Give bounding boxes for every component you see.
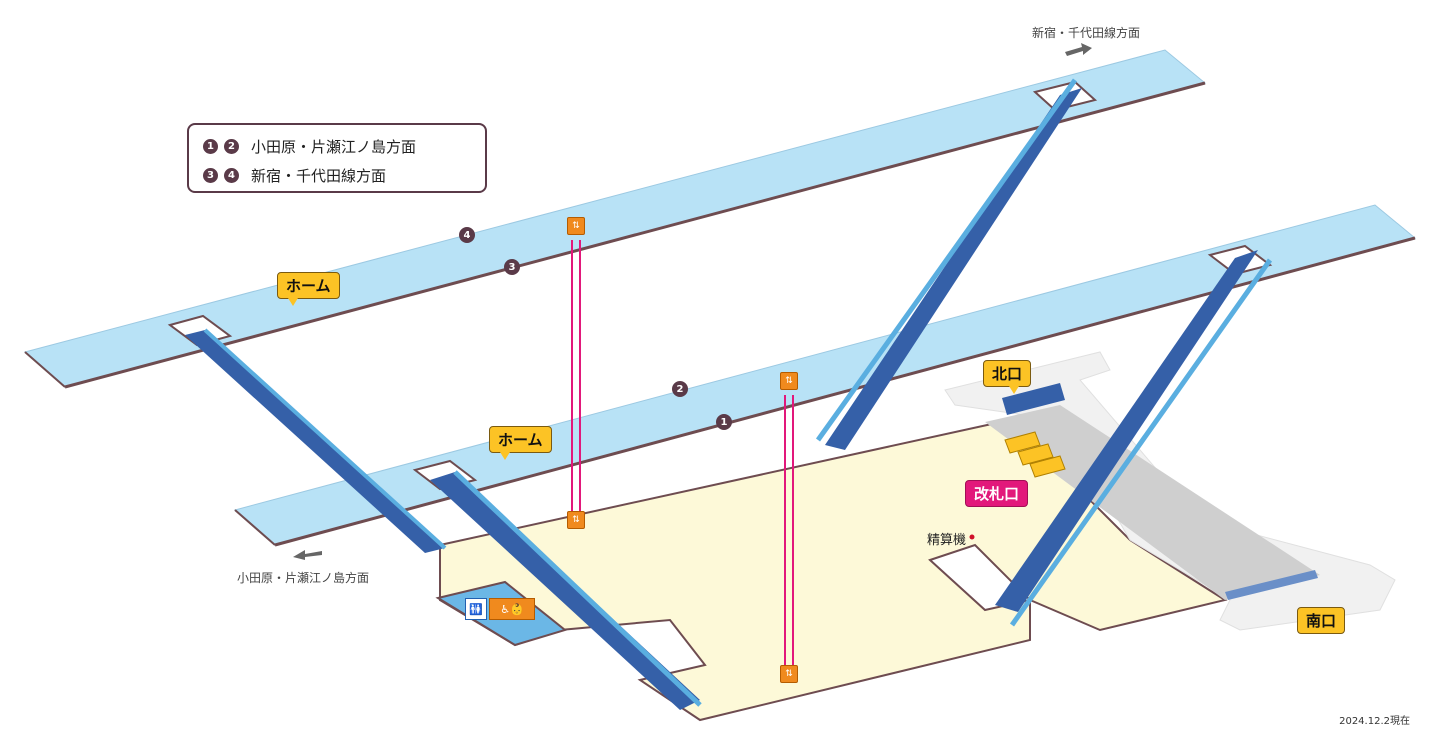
fare-adjustment-label: 精算機 (927, 533, 967, 548)
south-exit-bar (1225, 570, 1318, 600)
legend-box: 1 2 小田原・片瀬江ノ島方面 3 4 新宿・千代田線方面 (187, 123, 487, 193)
lower-platform-label: ホーム (489, 426, 552, 460)
track-1-marker: 1 (716, 414, 732, 430)
direction-odawara: 小田原・片瀬江ノ島方面 (237, 571, 370, 585)
upper-platform-label-text: ホーム (286, 277, 331, 295)
escalator-lower-right (995, 250, 1273, 627)
escalator-lower-left (430, 470, 702, 710)
arrow-odawara-icon (293, 550, 322, 560)
date-stamp: 2024.12.2現在 (1339, 716, 1410, 727)
elevator-icon: ⇅ (780, 665, 798, 683)
elevator-shaft-left (571, 240, 581, 515)
elevator-icon: ⇅ (567, 511, 585, 529)
legend-row-shinjuku: 3 4 新宿・千代田線方面 (203, 161, 485, 190)
south-exit-text: 南口 (1306, 612, 1337, 630)
legend-track-1: 1 (203, 139, 218, 154)
track-2-marker: 2 (672, 381, 688, 397)
legend-label-shinjuku: 新宿・千代田線方面 (251, 167, 387, 185)
north-exit-label: 北口 (983, 360, 1032, 394)
lower-platform-label-text: ホーム (498, 431, 543, 449)
south-exit-label: 南口 (1297, 607, 1346, 634)
accessible-toilet-icon: ♿👶 (489, 598, 535, 620)
toilet-icon: 🚻 (465, 598, 487, 620)
legend-track-4: 4 (224, 168, 239, 183)
north-exit-stairs (1002, 383, 1065, 415)
callout-tail (1009, 386, 1019, 394)
elevator-icon: ⇅ (780, 372, 798, 390)
legend-track-3: 3 (203, 168, 218, 183)
toilet-facilities: 🚻 ♿👶 (465, 598, 535, 620)
elevator-shaft-right (784, 395, 794, 668)
elevator-icon: ⇅ (567, 217, 585, 235)
legend-row-odawara: 1 2 小田原・片瀬江ノ島方面 (203, 132, 485, 161)
callout-tail (500, 452, 510, 460)
callout-tail (288, 298, 298, 306)
legend-track-2: 2 (224, 139, 239, 154)
paid-area-zone (985, 405, 1320, 600)
north-exit-text: 北口 (992, 365, 1023, 383)
ticket-gate-label: 改札口 (965, 480, 1029, 507)
ticket-gates (1004, 431, 1066, 478)
track-3-marker: 3 (504, 259, 520, 275)
upper-platform-label: ホーム (277, 272, 340, 306)
legend-label-odawara: 小田原・片瀬江ノ島方面 (251, 138, 417, 156)
ticket-gate-text: 改札口 (974, 485, 1020, 503)
track-4-marker: 4 (459, 227, 475, 243)
arrow-shinjuku-icon (1065, 43, 1092, 56)
direction-shinjuku: 新宿・千代田線方面 (1032, 26, 1141, 40)
stairs-upper-left (185, 328, 447, 553)
escalator-upper-right (815, 78, 1082, 450)
